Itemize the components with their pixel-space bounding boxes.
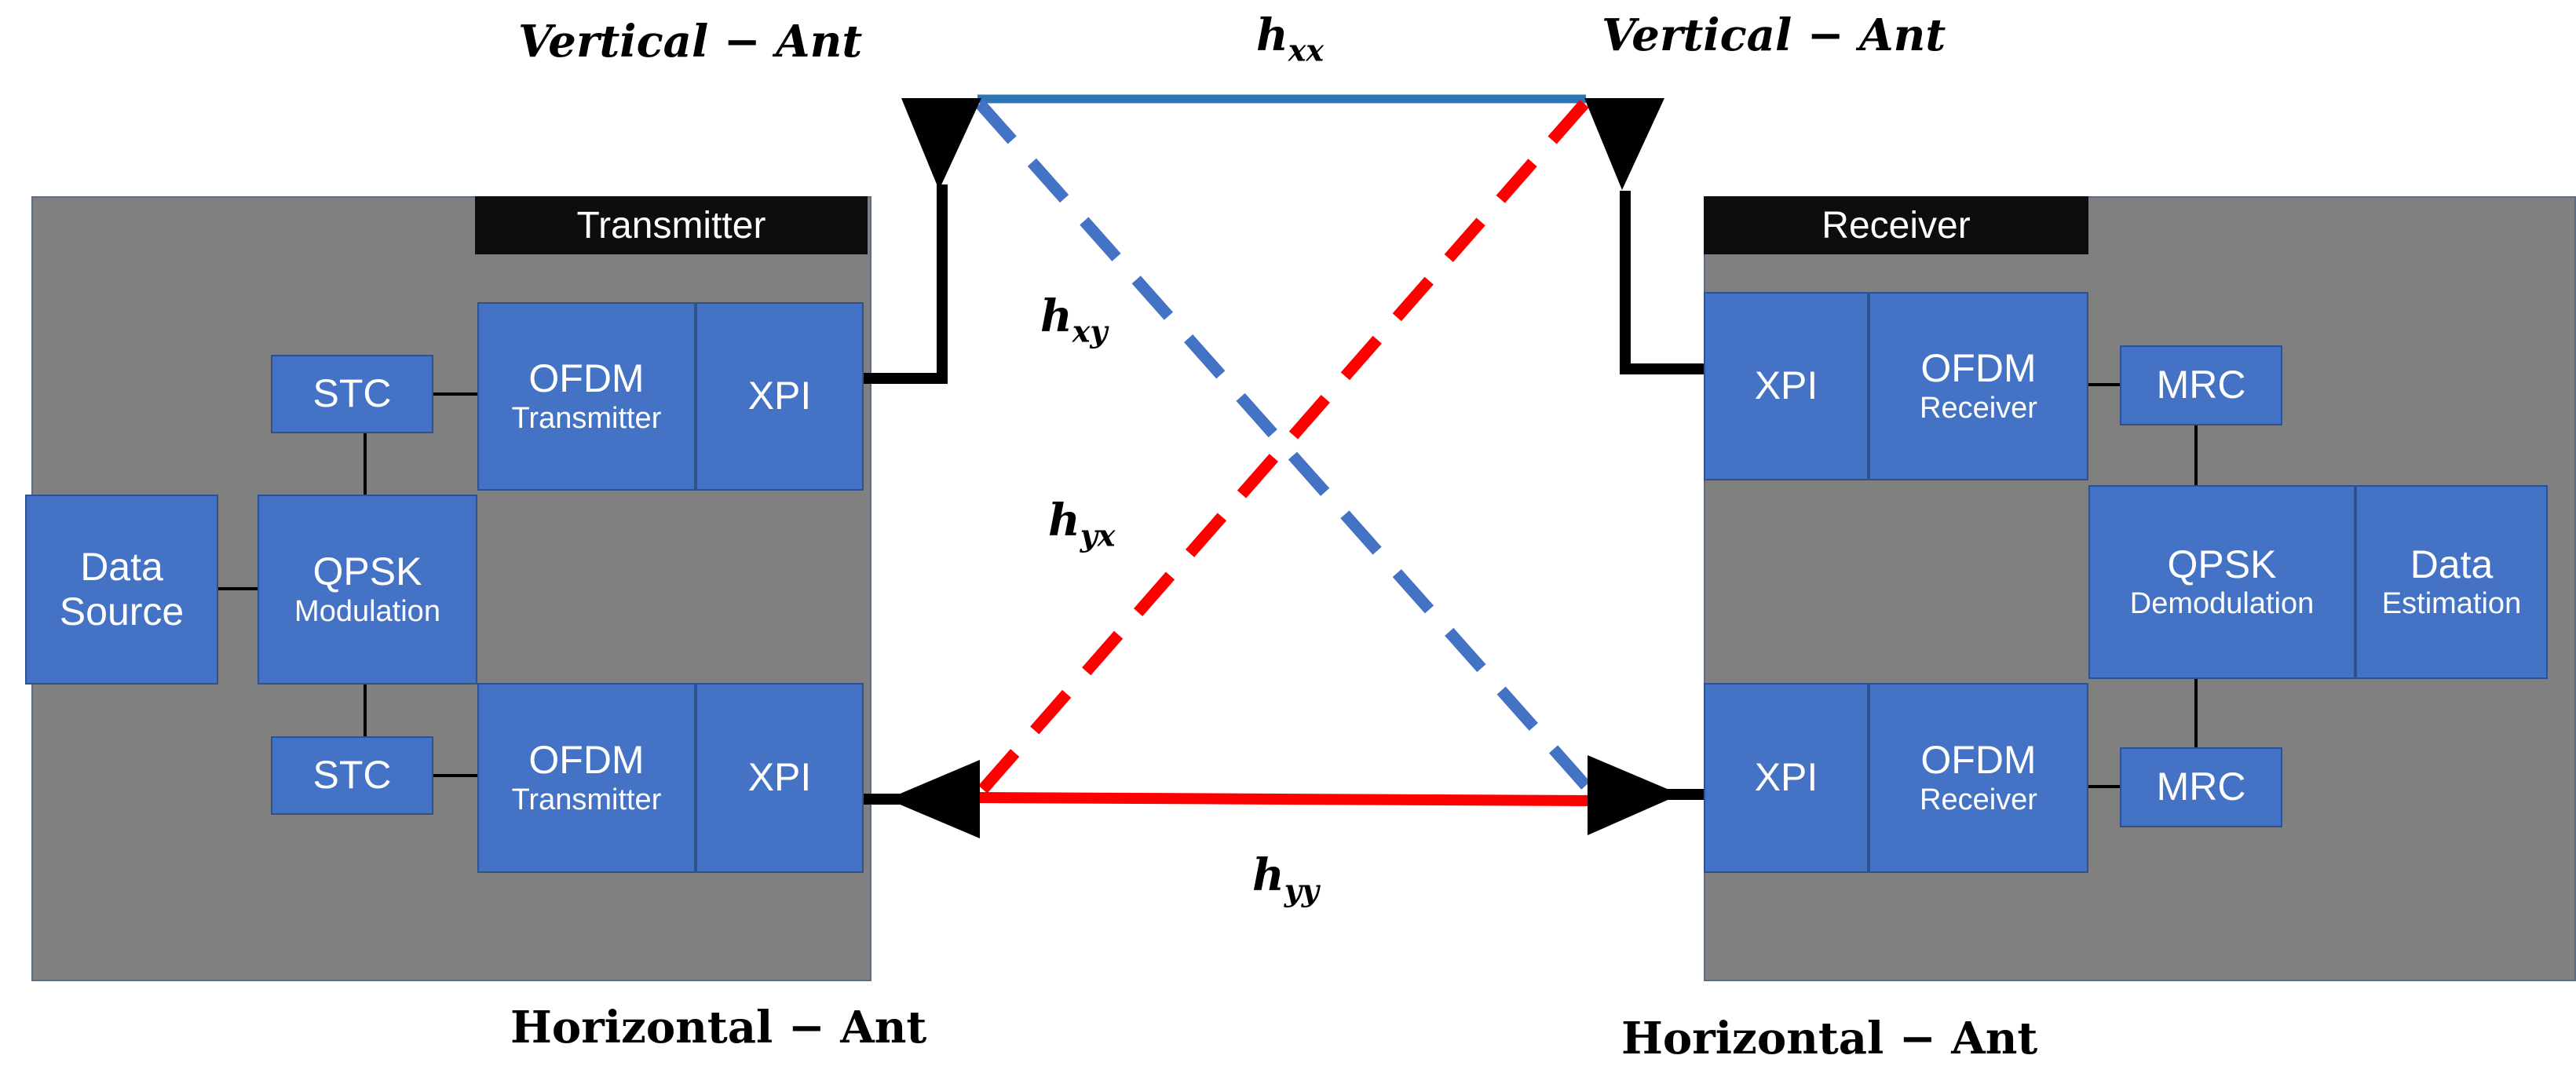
ofdm-receiver-bottom-block: OFDM Receiver (1869, 683, 2088, 873)
qpsk-mod-label-2: Modulation (294, 594, 440, 628)
xpi-rx-top-label: XPI (1754, 363, 1818, 408)
xpi-tx-bottom-block: XPI (696, 683, 864, 873)
data-source-label-1: Data (80, 544, 163, 589)
rx-vertical-antenna-icon (1584, 98, 1664, 190)
hyy-sub: yy (1284, 872, 1319, 908)
tx-horizontal-antenna-label: Horizontal − Ant (510, 1002, 927, 1053)
ofdm-tx-top-label-1: OFDM (528, 356, 645, 401)
hyy-base: h (1252, 849, 1284, 901)
xpi-tx-top-block: XPI (696, 302, 864, 491)
rx-vertical-antenna-label: Vertical − Ant (1602, 9, 1946, 61)
data-est-label-2: Estimation (2381, 587, 2522, 621)
tx-horizontal-antenna-icon (887, 760, 980, 838)
mrc-bottom-block: MRC (2120, 747, 2282, 827)
ofdm-tx-bottom-label-2: Transmitter (511, 783, 662, 816)
qpsk-modulation-block: QPSK Modulation (258, 495, 477, 685)
rx-vertical-feed (1620, 191, 1717, 374)
qpsk-demod-label-1: QPSK (2167, 542, 2277, 586)
channel-label-hxy: hxy (1040, 290, 1107, 349)
ofdm-transmitter-bottom-block: OFDM Transmitter (477, 683, 696, 873)
link-hxy (975, 100, 1597, 797)
channel-label-hxx: hxx (1250, 9, 1331, 68)
xpi-tx-bottom-label: XPI (747, 755, 812, 800)
xpi-tx-top-label: XPI (747, 374, 812, 418)
tx-vertical-feed (858, 184, 948, 384)
data-estimation-block: Data Estimation (2355, 485, 2548, 679)
hyx-base: h (1048, 495, 1080, 546)
channel-label-hyy: hyy (1252, 849, 1319, 907)
ofdm-rx-top-label-1: OFDM (1920, 346, 2037, 391)
data-source-block: Data Source (25, 495, 218, 685)
hxx-base: h (1256, 9, 1288, 61)
mrc-top-block: MRC (2120, 345, 2282, 425)
qpsk-mod-label-1: QPSK (312, 549, 422, 594)
receiver-header: Receiver (1704, 196, 2088, 254)
ofdm-rx-bottom-label-2: Receiver (1920, 783, 2037, 816)
ofdm-receiver-top-block: OFDM Receiver (1869, 292, 2088, 480)
stc-bottom-label: STC (312, 753, 392, 798)
mrc-top-label: MRC (2156, 363, 2246, 407)
link-hyx (975, 100, 1589, 797)
qpsk-demod-label-2: Demodulation (2129, 587, 2315, 621)
mrc-bottom-label: MRC (2156, 765, 2246, 809)
xpi-rx-bottom-label: XPI (1754, 755, 1818, 800)
qpsk-demodulation-block: QPSK Demodulation (2088, 485, 2355, 679)
stc-top-block: STC (271, 355, 433, 433)
transmitter-header: Transmitter (475, 196, 868, 254)
ofdm-rx-bottom-label-1: OFDM (1920, 738, 2037, 783)
rx-horizontal-antenna-icon (1588, 755, 1680, 835)
hxx-sub: xx (1288, 32, 1325, 68)
tx-vertical-antenna-label: Vertical − Ant (518, 16, 863, 68)
ofdm-tx-top-label-2: Transmitter (511, 401, 662, 435)
data-est-label-1: Data (2410, 542, 2494, 586)
ofdm-tx-bottom-label-1: OFDM (528, 738, 645, 783)
rx-horizontal-antenna-label: Horizontal − Ant (1621, 1013, 2038, 1064)
xpi-rx-top-block: XPI (1704, 292, 1869, 480)
hxy-sub: xy (1072, 313, 1108, 349)
tx-vertical-antenna-icon (901, 98, 981, 190)
link-hyy (977, 792, 1593, 806)
hyx-sub: yx (1080, 517, 1116, 553)
hxy-base: h (1040, 290, 1072, 342)
stc-bottom-block: STC (271, 736, 433, 815)
channel-label-hyx: hyx (1048, 495, 1115, 553)
ofdm-rx-top-label-2: Receiver (1920, 391, 2037, 425)
data-source-label-2: Source (59, 590, 185, 633)
xpi-rx-bottom-block: XPI (1704, 683, 1869, 873)
stc-top-label: STC (312, 371, 392, 416)
ofdm-transmitter-top-block: OFDM Transmitter (477, 302, 696, 491)
